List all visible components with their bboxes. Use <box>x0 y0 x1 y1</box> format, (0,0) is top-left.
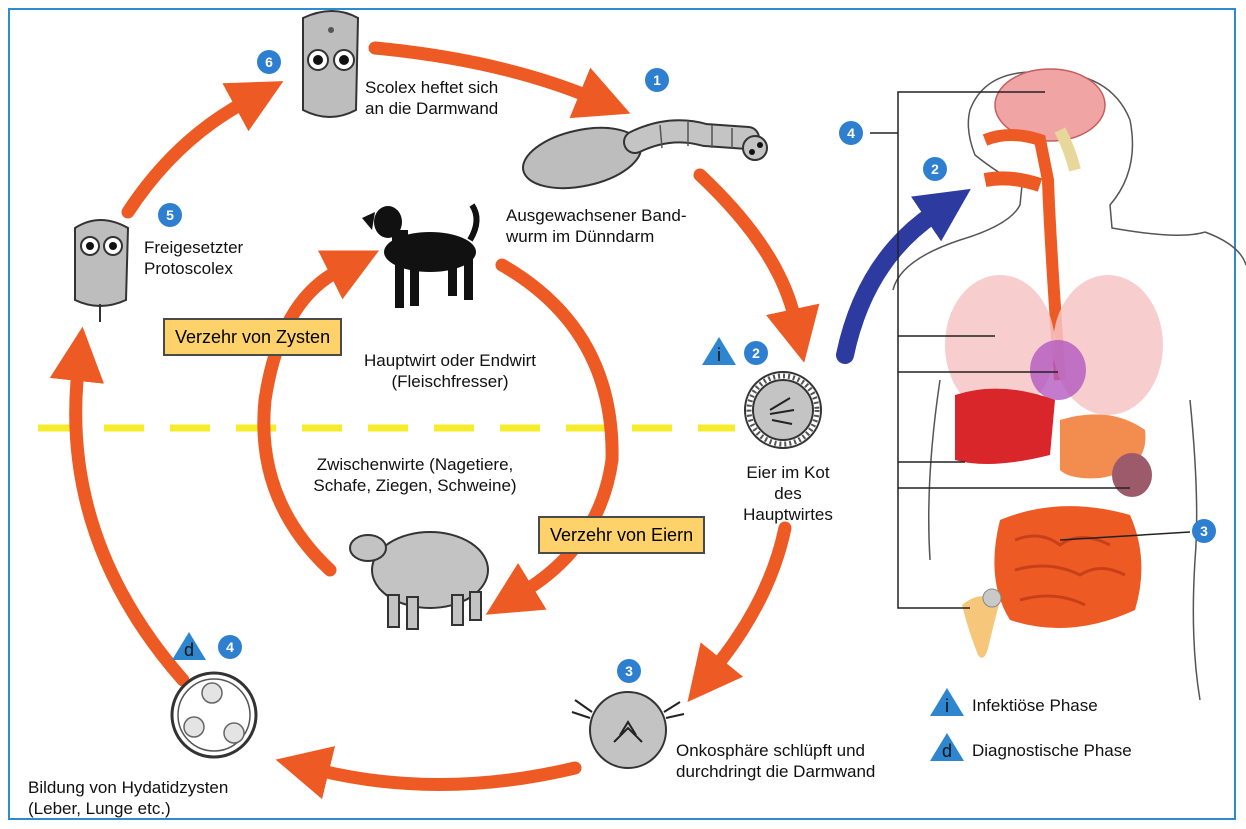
label-definitive-host: Hauptwirt oder Endwirt (Fleischfresser) <box>345 350 555 392</box>
step-badge-3: 3 <box>617 659 641 683</box>
scolex-illustration <box>303 11 358 117</box>
arrow-hydatid-to-protoscolex <box>76 370 183 680</box>
box-eating-eggs: Verzehr von Eiern <box>538 516 705 554</box>
legend-diagnostic-icon: d <box>930 733 964 761</box>
label-intermediate-hosts: Zwischenwirte (Nagetiere, Schafe, Ziegen… <box>300 454 530 496</box>
arrow-oncosphere-to-hydatid <box>318 768 575 785</box>
infective-phase-marker: i <box>702 337 736 365</box>
label-hydatid: Bildung von Hydatidzysten (Leber, Lunge … <box>28 777 228 819</box>
human-badge-4: 4 <box>839 121 863 145</box>
label-adult-worm: Ausgewachsener Band- wurm im Dünndarm <box>506 205 687 247</box>
step-badge-6: 6 <box>257 50 281 74</box>
arrow-eggs-to-oncosphere <box>715 528 785 668</box>
label-scolex: Scolex heftet sich an die Darmwand <box>365 77 498 119</box>
arrow-adult-to-eggs <box>700 175 795 320</box>
arrow-protoscolex-to-scolex <box>128 102 245 212</box>
legend-diagnostic-symbol: d <box>941 742 953 760</box>
box-eating-cysts: Verzehr von Zysten <box>163 318 342 356</box>
adult-tapeworm-illustration <box>517 118 767 198</box>
oncosphere-illustration <box>572 692 684 768</box>
diagnostic-phase-marker: d <box>172 632 206 660</box>
diagnostic-symbol: d <box>183 641 195 659</box>
legend-infective-label: Infektiöse Phase <box>972 695 1098 716</box>
arrow-eggs-to-human <box>845 213 935 355</box>
step-badge-5: 5 <box>158 203 182 227</box>
human-badge-3: 3 <box>1192 519 1216 543</box>
step-badge-1: 1 <box>645 68 669 92</box>
hydatid-cyst-illustration <box>172 673 256 757</box>
label-protoscolex: Freigesetzter Protoscolex <box>144 237 243 279</box>
legend-infective-icon: i <box>930 688 964 716</box>
human-badge-2: 2 <box>923 157 947 181</box>
sheep-illustration <box>350 532 488 629</box>
legend-infective-symbol: i <box>941 697 953 715</box>
label-eggs: Eier im Kot des Hauptwirtes <box>733 462 843 525</box>
egg-illustration <box>745 372 821 448</box>
step-badge-4: 4 <box>218 635 242 659</box>
protoscolex-illustration <box>75 220 128 322</box>
legend-diagnostic-label: Diagnostische Phase <box>972 740 1132 761</box>
dog-silhouette <box>362 205 477 308</box>
arrow-sheep-to-dog <box>264 270 340 570</box>
label-oncosphere: Onkosphäre schlüpft und durchdringt die … <box>676 740 875 782</box>
step-badge-2: 2 <box>744 341 768 365</box>
infective-symbol: i <box>713 346 725 364</box>
